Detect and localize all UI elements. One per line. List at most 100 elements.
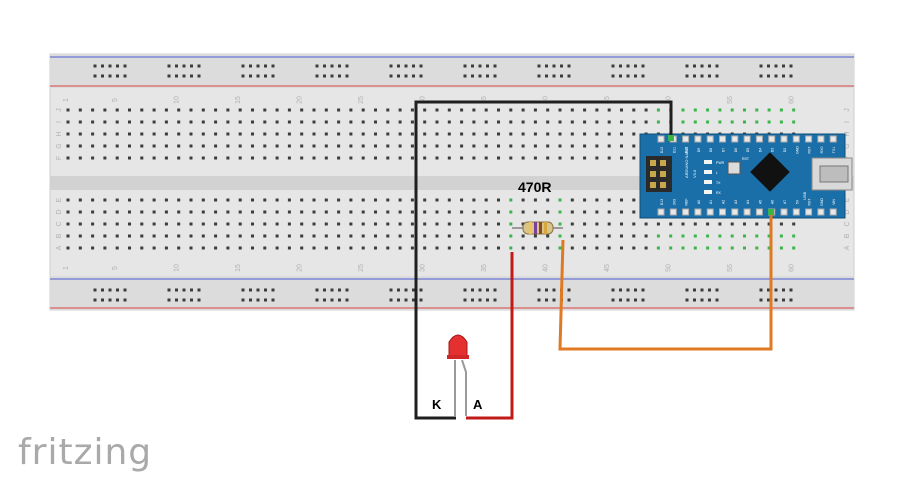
rail-hole[interactable]: [123, 298, 127, 302]
breadboard-hole[interactable]: [570, 120, 574, 124]
breadboard-hole[interactable]: [189, 120, 193, 124]
breadboard-hole[interactable]: [607, 108, 611, 112]
breadboard-hole[interactable]: [386, 222, 390, 226]
breadboard-hole[interactable]: [484, 108, 488, 112]
rail-hole[interactable]: [404, 64, 408, 68]
breadboard-hole[interactable]: [214, 132, 218, 136]
breadboard-hole[interactable]: [386, 132, 390, 136]
breadboard-hole[interactable]: [374, 120, 377, 124]
rail-hole[interactable]: [567, 64, 571, 68]
breadboard-hole[interactable]: [435, 222, 439, 226]
breadboard-hole[interactable]: [570, 210, 574, 214]
rail-hole[interactable]: [264, 74, 267, 78]
breadboard-hole[interactable]: [583, 144, 587, 148]
rail-hole[interactable]: [759, 298, 763, 302]
reset-button[interactable]: [727, 161, 741, 175]
breadboard-hole[interactable]: [300, 222, 304, 226]
breadboard-hole[interactable]: [693, 120, 697, 124]
nano-pin-top[interactable]: [694, 135, 702, 143]
breadboard-hole[interactable]: [152, 132, 156, 136]
rail-hole[interactable]: [486, 64, 489, 68]
breadboard-hole[interactable]: [214, 222, 218, 226]
breadboard-hole[interactable]: [66, 120, 70, 124]
breadboard-hole[interactable]: [103, 222, 107, 226]
breadboard-hole[interactable]: [570, 222, 574, 226]
rail-hole[interactable]: [197, 288, 201, 292]
breadboard-hole[interactable]: [128, 108, 131, 112]
rail-hole[interactable]: [271, 298, 275, 302]
breadboard-hole[interactable]: [656, 246, 660, 250]
breadboard-hole[interactable]: [177, 132, 181, 136]
rail-hole[interactable]: [123, 288, 127, 292]
breadboard-hole[interactable]: [201, 246, 205, 250]
breadboard-hole[interactable]: [435, 210, 439, 214]
breadboard-hole[interactable]: [632, 144, 636, 148]
breadboard-hole[interactable]: [115, 234, 119, 238]
breadboard-hole[interactable]: [177, 144, 181, 148]
breadboard-hole[interactable]: [410, 246, 414, 250]
breadboard-hole[interactable]: [620, 144, 623, 148]
rail-hole[interactable]: [789, 298, 793, 302]
breadboard-hole[interactable]: [238, 132, 242, 136]
rail-hole[interactable]: [700, 298, 704, 302]
breadboard-hole[interactable]: [128, 156, 131, 160]
breadboard-hole[interactable]: [103, 120, 107, 124]
breadboard-hole[interactable]: [595, 108, 599, 112]
breadboard-hole[interactable]: [620, 234, 623, 238]
breadboard-hole[interactable]: [374, 132, 377, 136]
breadboard-hole[interactable]: [509, 132, 513, 136]
breadboard-hole[interactable]: [66, 234, 70, 238]
breadboard-hole[interactable]: [410, 234, 414, 238]
breadboard-hole[interactable]: [447, 246, 451, 250]
breadboard-hole[interactable]: [374, 222, 377, 226]
rail-hole[interactable]: [93, 298, 97, 302]
rail-hole[interactable]: [767, 298, 770, 302]
breadboard-hole[interactable]: [238, 222, 242, 226]
rail-hole[interactable]: [641, 64, 645, 68]
breadboard-hole[interactable]: [460, 156, 464, 160]
rail-hole[interactable]: [782, 64, 785, 68]
breadboard-hole[interactable]: [447, 132, 451, 136]
nano-pin-top[interactable]: [780, 135, 788, 143]
rail-hole[interactable]: [419, 298, 423, 302]
rail-hole[interactable]: [264, 298, 267, 302]
breadboard-hole[interactable]: [287, 198, 291, 202]
breadboard-hole[interactable]: [595, 120, 599, 124]
breadboard-hole[interactable]: [620, 246, 623, 250]
rail-hole[interactable]: [404, 298, 408, 302]
breadboard-hole[interactable]: [263, 156, 267, 160]
breadboard-hole[interactable]: [91, 210, 95, 214]
breadboard-hole[interactable]: [595, 222, 599, 226]
rail-hole[interactable]: [389, 298, 393, 302]
breadboard-hole[interactable]: [607, 222, 611, 226]
rail-hole[interactable]: [641, 288, 645, 292]
breadboard-hole[interactable]: [214, 108, 218, 112]
breadboard-hole[interactable]: [743, 222, 746, 226]
breadboard-hole[interactable]: [620, 108, 623, 112]
breadboard-hole[interactable]: [423, 222, 427, 226]
breadboard-hole[interactable]: [312, 198, 316, 202]
rail-hole[interactable]: [493, 298, 497, 302]
breadboard-hole[interactable]: [693, 234, 697, 238]
breadboard-hole[interactable]: [300, 234, 304, 238]
breadboard-hole[interactable]: [66, 144, 70, 148]
breadboard-hole[interactable]: [558, 246, 562, 250]
rail-hole[interactable]: [708, 298, 711, 302]
breadboard-hole[interactable]: [140, 144, 144, 148]
rail-hole[interactable]: [167, 74, 171, 78]
breadboard-hole[interactable]: [509, 210, 513, 214]
breadboard-hole[interactable]: [779, 234, 783, 238]
breadboard-hole[interactable]: [656, 234, 660, 238]
breadboard-hole[interactable]: [509, 120, 513, 124]
breadboard-hole[interactable]: [546, 156, 550, 160]
rail-hole[interactable]: [93, 288, 97, 292]
nano-pin-top[interactable]: [817, 135, 825, 143]
breadboard-hole[interactable]: [558, 132, 562, 136]
black-wire-gnd[interactable]: [414, 100, 673, 420]
rail-hole[interactable]: [463, 74, 467, 78]
breadboard-hole[interactable]: [497, 222, 500, 226]
breadboard-hole[interactable]: [632, 132, 636, 136]
breadboard-hole[interactable]: [632, 246, 636, 250]
breadboard-hole[interactable]: [128, 222, 131, 226]
breadboard-hole[interactable]: [607, 246, 611, 250]
